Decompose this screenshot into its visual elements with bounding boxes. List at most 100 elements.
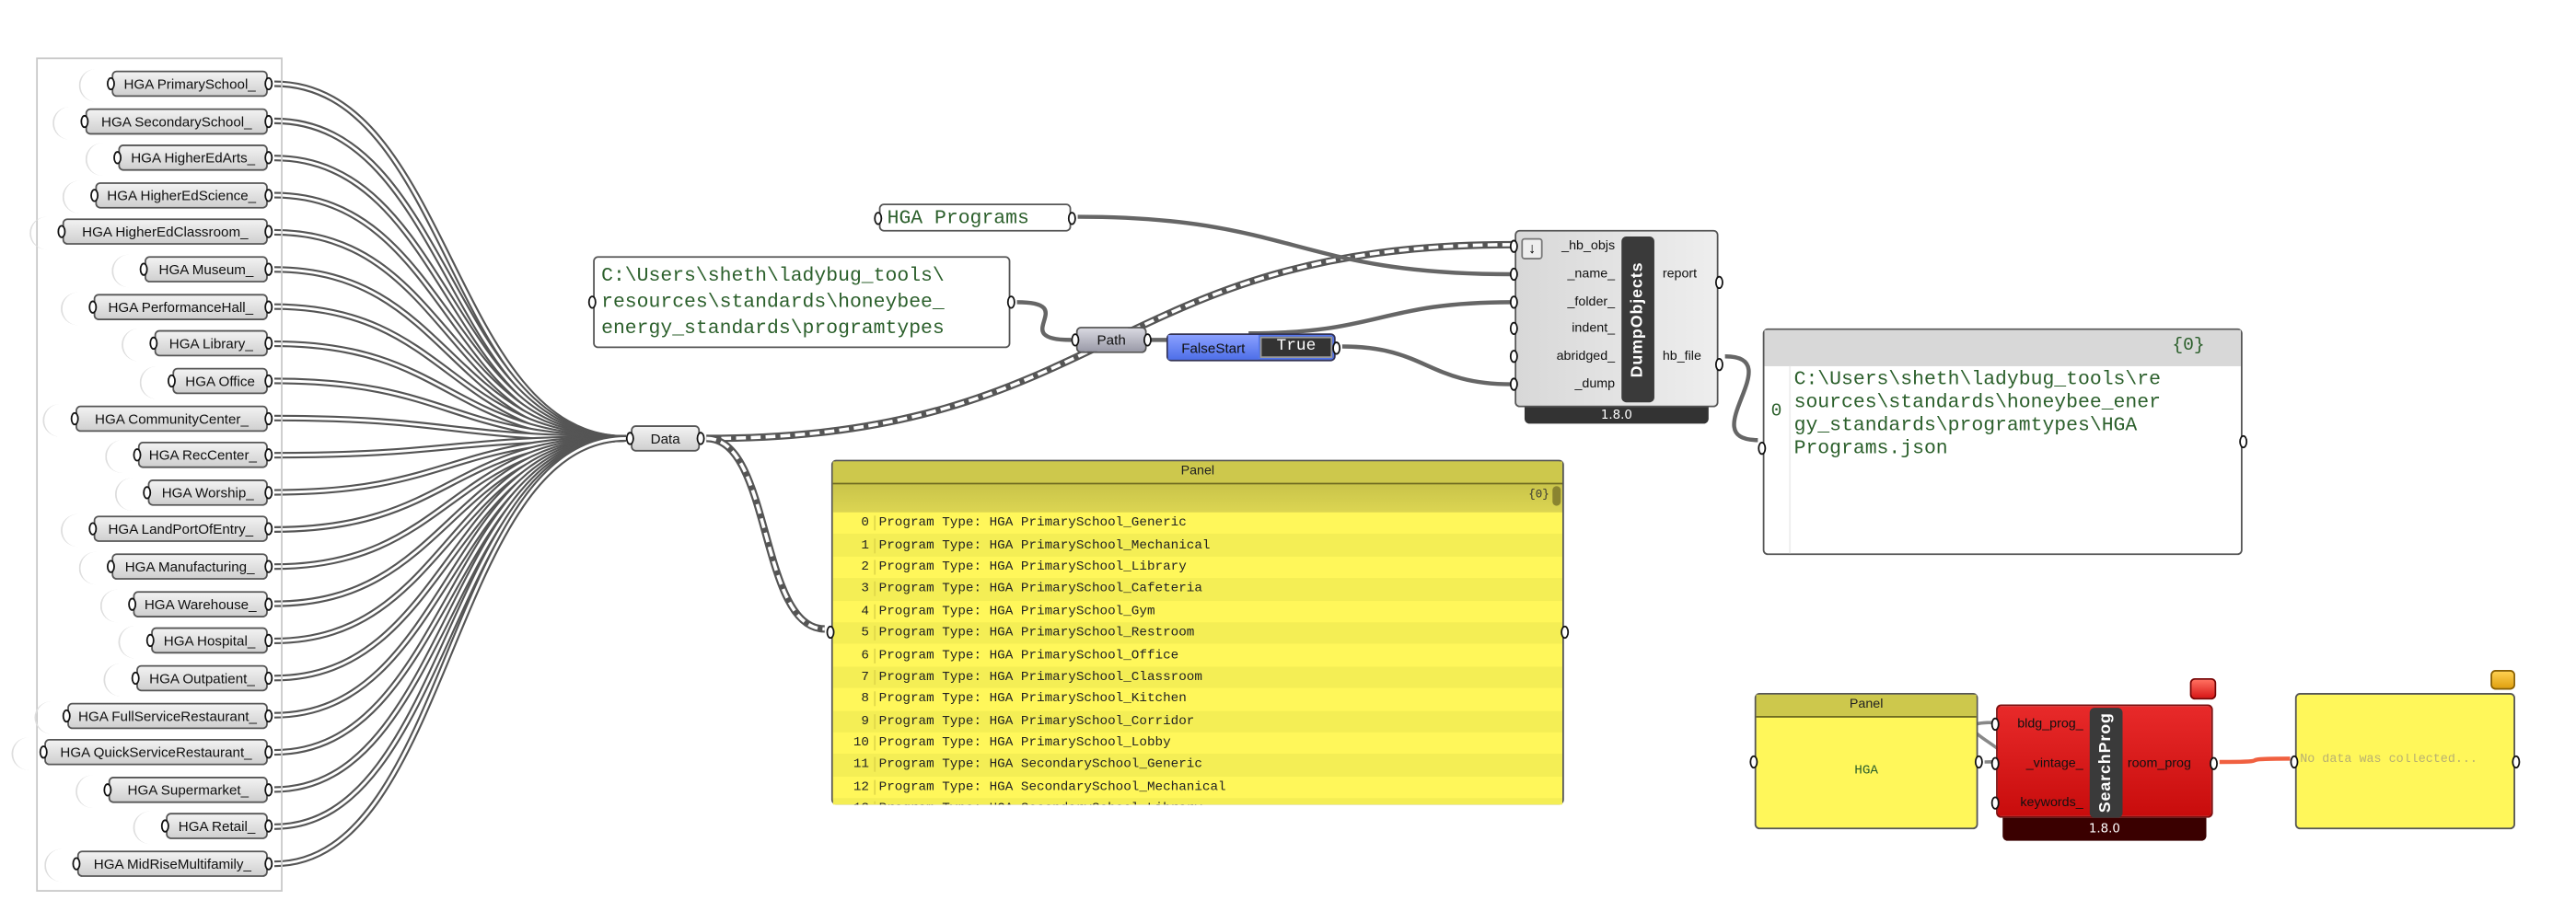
room-prog-panel[interactable]: No data was collected... [2290,693,2521,830]
input-param[interactable]: bldg_prog_ [2017,716,2083,732]
row-text: Program Type: HGA PrimarySchool_Restroom [878,626,1195,641]
program-param[interactable]: HGA HigherEdScience_ [62,180,273,213]
program-param[interactable]: HGA Warehouse_ [99,589,273,622]
searchprog-version: 1.8.0 [2002,817,2207,841]
program-param[interactable]: HGA MidRiseMultifamily_ [44,848,273,883]
wire [2219,756,2291,765]
row-text: Program Type: HGA PrimarySchool_Library [878,560,1187,575]
program-param[interactable]: HGA Library_ [122,329,273,363]
hga-panel[interactable]: Panel HGA [1749,693,1983,830]
row-index: 2 [833,560,876,575]
program-param[interactable]: HGA Office [139,365,273,399]
row-index: 4 [833,604,876,619]
toggle-value[interactable]: True [1259,336,1333,359]
searchprog-nickname: SearchProg [2089,708,2123,818]
path-line: resources\standards\honeybee_ [601,290,945,314]
program-param[interactable]: HGA Retail_ [133,812,273,845]
arrow-down-icon[interactable]: ↓ [1521,237,1543,260]
path-line: sources\standards\honeybee_ener [1793,390,2161,414]
dumpobjects-component[interactable]: ↓ _hb_objs _name_ _folder_ indent_ abridged_… [1509,229,1723,408]
wire [1248,300,1512,336]
wire [273,193,626,440]
program-param[interactable]: HGA HigherEdClassroom_ [29,217,273,251]
row-index: 3 [833,582,876,597]
output-room-prog[interactable]: room_prog [2127,755,2191,770]
program-param[interactable]: HGA CommunityCenter_ [42,403,273,436]
list-row: 13Program Type: HGA SecondarySchool_Libr… [832,798,1563,805]
input-param[interactable]: keywords_ [2020,794,2083,810]
row-index: 5 [833,626,876,641]
program-param[interactable]: HGA Hospital_ [118,626,273,660]
input-param[interactable]: _hb_objs [1561,237,1616,253]
row-text: Program Type: HGA PrimarySchool_Classroo… [878,669,1202,685]
wire [273,156,626,440]
panel-title: Panel [1756,694,1977,718]
program-param[interactable]: HGA Outpatient_ [103,663,273,697]
row-index: 8 [833,691,876,707]
error-balloon-icon[interactable] [2189,677,2217,700]
program-param[interactable]: HGA Worship_ [114,477,273,511]
branch-bar: {0} [832,484,1563,513]
name-panel[interactable]: HGA Programs [874,203,1076,232]
warning-balloon-icon[interactable] [2490,670,2515,690]
input-param[interactable]: _dump [1574,375,1616,391]
hb-file-panel[interactable]: {0} 0 C:\Users\sheth\ladybug_tools\re so… [1758,328,2248,556]
row-text: Program Type: HGA PrimarySchool_Generic [878,515,1187,531]
data-param[interactable]: Data [625,425,705,452]
program-param[interactable]: HGA SecondarySchool_ [52,106,273,139]
row-text: Program Type: HGA PrimarySchool_Lobby [878,735,1171,751]
program-param[interactable]: HGA Museum_ [111,254,273,288]
path-panel[interactable]: C:\Users\sheth\ladybug_tools\ resources\… [587,256,1015,349]
path-line: energy_standards\programtypes [601,317,945,340]
row-text: Program Type: HGA SecondarySchool_Generi… [878,757,1202,773]
program-param[interactable]: HGA PrimarySchool_ [78,68,273,102]
program-param[interactable]: HGA Manufacturing_ [78,551,273,585]
input-param[interactable]: _folder_ [1567,293,1616,308]
searchprog-component[interactable]: bldg_prog__vintage_keywords_ SearchProg … [1990,704,2218,818]
falsestart-toggle[interactable]: FalseStart True [1166,333,1341,362]
row-index: 11 [833,757,876,773]
program-param[interactable]: HGA Supermarket_ [75,774,273,808]
program-param[interactable]: HGA FullServiceRestaurant_ [34,700,273,733]
input-param[interactable]: _name_ [1567,265,1616,281]
input-param[interactable]: abridged_ [1556,348,1616,363]
output-report[interactable]: report [1662,266,1698,282]
path-param[interactable]: Path [1071,327,1152,353]
wire [273,437,626,717]
program-param[interactable]: HGA LandPortOfEntry_ [61,514,273,548]
program-param[interactable]: HGA HigherEdArts_ [85,143,273,177]
row-index: 12 [833,779,876,795]
program-param[interactable]: HGA PerformanceHall_ [61,292,273,325]
wire [273,437,626,866]
path-line: Programs.json [1793,436,1948,460]
branch-label: {0} [1764,329,2241,366]
input-param[interactable]: indent_ [1572,320,1616,336]
row-text: Program Type: HGA PrimarySchool_Corridor [878,713,1195,729]
input-param[interactable]: _vintage_ [2025,755,2083,770]
program-param[interactable]: HGA QuickServiceRestaurant_ [11,737,273,771]
path-line: C:\Users\sheth\ladybug_tools\re [1793,367,2161,391]
wire [273,437,626,680]
path-line: gy_standards\programtypes\HGA [1793,413,2138,437]
wire [1077,214,1512,277]
param-group[interactable] [36,57,283,892]
row-index: 6 [833,648,876,663]
row-text: Program Type: HGA PrimarySchool_Gym [878,604,1155,619]
output-hb-file[interactable]: hb_file [1662,348,1701,363]
program-param[interactable]: HGA RecCenter_ [105,440,273,474]
scrollbar[interactable] [1552,486,1561,506]
item-index: 0 [1770,402,1782,422]
row-text: Program Type: HGA PrimarySchool_Office [878,648,1179,663]
wire [1724,353,1758,443]
